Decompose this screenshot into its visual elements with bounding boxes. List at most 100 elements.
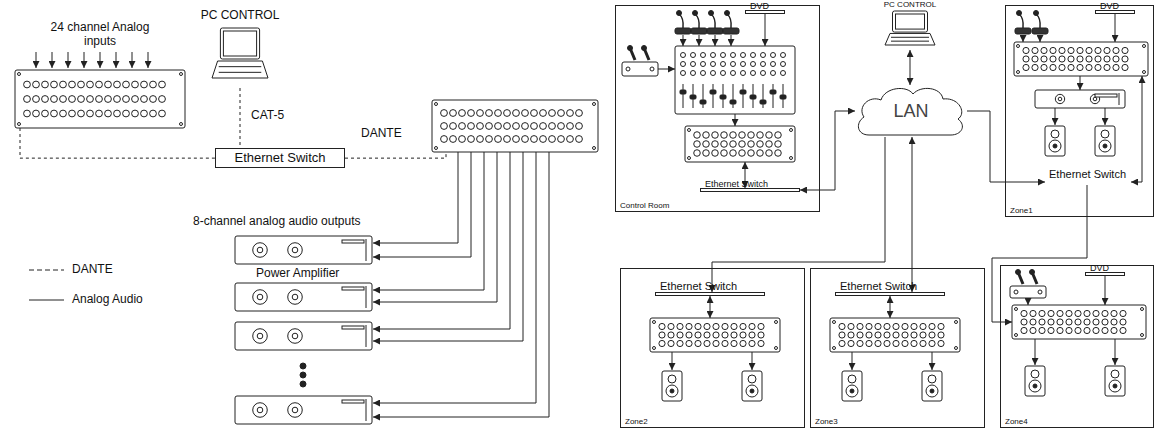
rack-connector bbox=[522, 110, 529, 117]
rack-connector bbox=[875, 323, 881, 329]
node-label: Ethernet Switch bbox=[234, 150, 325, 165]
rack-connector bbox=[740, 340, 746, 346]
rack-connector bbox=[531, 136, 538, 143]
rack-connector bbox=[468, 123, 475, 130]
rack-connector bbox=[1122, 56, 1128, 62]
rack-connector bbox=[704, 323, 710, 329]
rack-connector bbox=[748, 141, 755, 148]
rack-connector bbox=[766, 132, 773, 139]
rack-connector bbox=[722, 332, 728, 338]
rack-connector bbox=[839, 323, 845, 329]
amplifier-knob-center bbox=[1093, 97, 1097, 101]
rack-connector bbox=[758, 340, 764, 346]
receiver-knob bbox=[1014, 290, 1018, 294]
rack-connector bbox=[459, 123, 466, 130]
receiver-knob bbox=[1038, 290, 1042, 294]
rack-connector bbox=[1023, 64, 1029, 70]
input-arrow bbox=[52, 52, 53, 68]
mixer-knob bbox=[741, 53, 746, 58]
speaker-cone bbox=[1053, 144, 1057, 148]
microphone-neck bbox=[1036, 14, 1040, 28]
rack-connector bbox=[749, 323, 755, 329]
rack-connector bbox=[1039, 310, 1045, 316]
microphone-head bbox=[1017, 11, 1022, 16]
rack-connector bbox=[758, 323, 764, 329]
speaker-cabinet bbox=[922, 371, 942, 401]
rack-connector bbox=[1093, 310, 1099, 316]
power-amplifier bbox=[235, 236, 372, 264]
amplifier-knob-center bbox=[292, 333, 298, 339]
rack-connector bbox=[477, 136, 484, 143]
rack-connector bbox=[839, 332, 845, 338]
analog-output-wire bbox=[373, 152, 523, 341]
mixer-fader-track bbox=[773, 84, 774, 108]
region-label: Zone2 bbox=[625, 417, 648, 426]
mixing-console bbox=[675, 46, 795, 114]
amplifier-handle bbox=[366, 239, 367, 261]
mixer-knob bbox=[761, 71, 766, 76]
rack-connector bbox=[549, 110, 556, 117]
mixer-knob bbox=[731, 71, 736, 76]
ethernet-switch: Ethernet Switch bbox=[700, 188, 800, 192]
mixer-fader-cap bbox=[760, 100, 766, 104]
rack-connector bbox=[1122, 64, 1128, 70]
rack-screw bbox=[955, 347, 958, 350]
speaker-cabinet bbox=[1095, 126, 1115, 156]
rack-connector bbox=[1077, 56, 1083, 62]
rack-connector bbox=[1104, 64, 1110, 70]
dashed-line-sample bbox=[29, 270, 64, 271]
rack-connector bbox=[1113, 56, 1119, 62]
rack-connector bbox=[1084, 327, 1090, 333]
node-label: LAN bbox=[855, 85, 967, 137]
microphone-head bbox=[628, 46, 633, 51]
rack-connector bbox=[929, 340, 935, 346]
rack-connector bbox=[686, 323, 692, 329]
rack-screw bbox=[653, 347, 656, 350]
rack-connector bbox=[1032, 47, 1038, 53]
rack-screw bbox=[435, 147, 438, 150]
input-arrow bbox=[116, 52, 117, 68]
rack-connector bbox=[1086, 47, 1092, 53]
rack-connector bbox=[703, 141, 710, 148]
rack-connector bbox=[695, 323, 701, 329]
rack-connector bbox=[1075, 319, 1081, 325]
amplifier-knob-center bbox=[292, 407, 298, 413]
rack-connector bbox=[757, 141, 764, 148]
rack-connector bbox=[450, 123, 457, 130]
microphone-head bbox=[693, 11, 698, 16]
rack-connector bbox=[123, 81, 130, 88]
zone-region: Zone1DVDEthernet Switch bbox=[1005, 5, 1154, 217]
speaker-tweeter bbox=[848, 375, 856, 383]
rack-connector bbox=[51, 96, 58, 103]
rack-connector bbox=[1066, 310, 1072, 316]
rack-connector bbox=[857, 323, 863, 329]
amplifier-knob bbox=[1055, 94, 1064, 103]
rack-connector bbox=[123, 96, 130, 103]
mixer-knob bbox=[781, 62, 786, 67]
rack-connector bbox=[884, 340, 890, 346]
rack-connector bbox=[1023, 56, 1029, 62]
rack-screw bbox=[593, 103, 596, 106]
rack-connector bbox=[731, 340, 737, 346]
network-link bbox=[992, 185, 1087, 322]
node-label: DVD bbox=[1090, 263, 1109, 274]
ethernet-switch: Ethernet Switch bbox=[1045, 181, 1129, 183]
rack-connector bbox=[1021, 310, 1027, 316]
mixer-knob bbox=[741, 71, 746, 76]
rack-connector bbox=[1041, 47, 1047, 53]
mixer-knob bbox=[701, 71, 706, 76]
rack-connector bbox=[730, 132, 737, 139]
microphone-base bbox=[723, 28, 739, 34]
amplifier-display bbox=[342, 326, 364, 329]
rack-connector bbox=[576, 123, 583, 130]
mixer-fader-cap bbox=[690, 95, 696, 99]
rack-connector bbox=[766, 141, 773, 148]
speaker-cabinet bbox=[742, 371, 762, 401]
dante-link bbox=[345, 152, 446, 158]
rack-connector bbox=[1120, 310, 1126, 316]
rack-connector bbox=[33, 110, 40, 117]
rack-connector bbox=[513, 136, 520, 143]
pc-control: PC CONTROL bbox=[870, 0, 950, 50]
rack-connector bbox=[540, 110, 547, 117]
